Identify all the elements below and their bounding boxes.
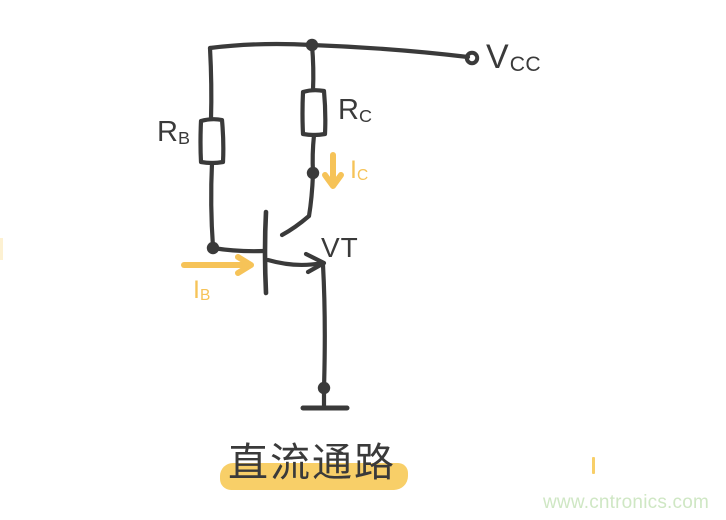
wire-rb-top-lead bbox=[207, 45, 214, 122]
emitter-arrowhead bbox=[303, 251, 327, 275]
transistor-base-bar bbox=[262, 209, 269, 296]
wire-emitter-down bbox=[320, 262, 327, 391]
current-arrow-group bbox=[181, 152, 344, 276]
label-ic: IC bbox=[350, 156, 369, 185]
figure-caption: 直流通路 bbox=[220, 440, 408, 499]
wire-base bbox=[210, 245, 267, 254]
junction-dot-base bbox=[206, 241, 220, 255]
wire-rc-top-lead bbox=[309, 42, 316, 93]
label-ib-sub: B bbox=[199, 287, 211, 305]
label-vcc-sub: CC bbox=[509, 53, 541, 77]
ib-arrow-head bbox=[235, 254, 254, 276]
label-rb-main: R bbox=[157, 116, 178, 148]
junction-dot-supply bbox=[305, 38, 319, 52]
label-ic-sub: C bbox=[356, 167, 369, 185]
label-rb: RB bbox=[157, 118, 190, 147]
ic-arrow-head bbox=[322, 172, 344, 189]
label-ib-main: I bbox=[193, 276, 200, 304]
wire-rc-bottom-lead bbox=[310, 132, 317, 175]
label-rc-sub: C bbox=[358, 105, 373, 126]
site-watermark: www.cntronics.com bbox=[543, 492, 709, 513]
junction-dots bbox=[206, 38, 331, 395]
wire-top-left-segment bbox=[207, 41, 315, 51]
label-vcc-main: V bbox=[486, 38, 510, 76]
label-rb-sub: B bbox=[177, 127, 191, 148]
supply-terminal-circle bbox=[464, 50, 480, 66]
label-rc-main: R bbox=[338, 94, 359, 126]
wire-top-right-segment bbox=[309, 42, 471, 60]
junction-dot-ground bbox=[317, 381, 331, 395]
label-ib: IB bbox=[193, 276, 211, 305]
resistor-rc-body bbox=[300, 88, 328, 138]
resistor-rb-body bbox=[198, 117, 226, 166]
wire-collector bbox=[279, 171, 316, 238]
wire-rb-bottom-lead bbox=[209, 160, 216, 250]
label-ic-main: I bbox=[350, 156, 357, 184]
label-rc: RC bbox=[338, 96, 372, 125]
label-vt: VT bbox=[321, 232, 359, 263]
wire-emitter bbox=[265, 257, 325, 268]
junction-dot-collector bbox=[306, 166, 320, 180]
caption-highlight-marker bbox=[220, 463, 408, 490]
caption-text: 直流通路 bbox=[228, 440, 396, 486]
stray-pen-mark bbox=[592, 457, 595, 474]
label-vcc: VCC bbox=[486, 38, 541, 77]
edge-artifact-mark bbox=[0, 238, 3, 260]
